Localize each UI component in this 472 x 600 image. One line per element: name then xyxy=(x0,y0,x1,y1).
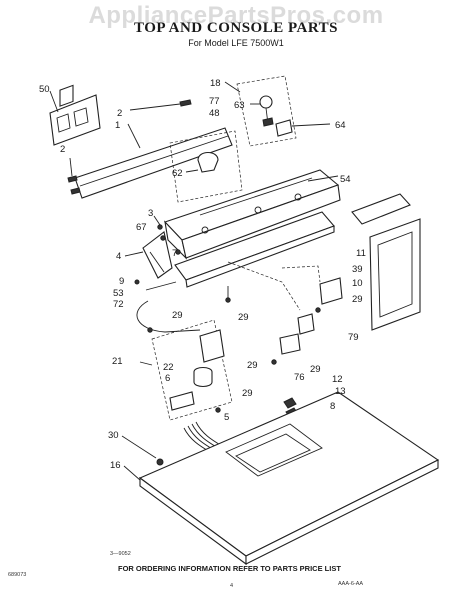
callout-30: 30 xyxy=(108,430,119,441)
callout-48: 48 xyxy=(209,108,220,119)
figure-code: 3—9052 xyxy=(110,551,131,557)
screw-2b-2 xyxy=(70,187,81,195)
ordering-note: FOR ORDERING INFORMATION REFER TO PARTS … xyxy=(118,564,341,573)
screw-2a xyxy=(179,99,192,107)
part-4-bracket xyxy=(142,231,173,279)
callout-62: 62 xyxy=(172,168,183,179)
callout-6: 6 xyxy=(165,373,170,384)
part-21-motor-switch xyxy=(199,329,225,363)
watermark: AppliancePartsPros.com xyxy=(88,2,384,29)
part-64-knob xyxy=(275,119,293,137)
callout-29a: 29 xyxy=(172,310,183,321)
part-79-switch xyxy=(297,313,315,335)
callout-10: 10 xyxy=(352,278,363,289)
callout-16: 16 xyxy=(110,460,121,471)
screw-2b-1 xyxy=(67,175,78,183)
part-11-panel xyxy=(351,193,421,331)
callout-39: 39 xyxy=(352,264,363,275)
callout-79: 79 xyxy=(348,332,359,343)
callout-63: 63 xyxy=(234,100,245,111)
part-53-rail xyxy=(174,211,335,288)
callout-29b: 29 xyxy=(238,312,249,323)
callout-53: 53 xyxy=(113,288,124,299)
part-6-thermostat xyxy=(169,391,195,411)
doc-code: 689073 xyxy=(8,572,26,578)
callout-29e: 29 xyxy=(310,364,321,375)
part-50-end-cap xyxy=(49,84,101,146)
callout-29f: 29 xyxy=(242,388,253,399)
callout-2a: 2 xyxy=(117,108,122,119)
callout-67: 67 xyxy=(136,222,147,233)
part-63-knob xyxy=(259,95,273,109)
callout-12: 12 xyxy=(332,374,343,385)
part-76-switch xyxy=(279,333,301,355)
callout-13: 13 xyxy=(335,386,346,397)
callout-76: 76 xyxy=(294,372,305,383)
callout-50: 50 xyxy=(39,84,50,95)
callout-29c: 29 xyxy=(352,294,363,305)
part-62-timer xyxy=(197,151,219,173)
part-39-relay xyxy=(319,277,343,305)
part-54-console xyxy=(164,169,341,260)
callout-72: 72 xyxy=(113,299,124,310)
callout-7: 7 xyxy=(172,248,177,259)
callout-18: 18 xyxy=(210,78,221,89)
part-30-plug xyxy=(156,458,164,466)
callout-54: 54 xyxy=(340,174,351,185)
callout-9: 9 xyxy=(119,276,124,287)
part-16-top xyxy=(138,391,440,566)
diagram-subtitle: For Model LFE 7500W1 xyxy=(188,38,284,48)
diagram-title: TOP AND CONSOLE PARTS xyxy=(133,20,339,36)
callout-22: 22 xyxy=(163,362,174,373)
callout-77: 77 xyxy=(209,96,220,107)
callout-4: 4 xyxy=(116,251,121,262)
callout-29d: 29 xyxy=(247,360,258,371)
callout-3: 3 xyxy=(148,208,153,219)
callout-64: 64 xyxy=(335,120,346,131)
callout-5: 5 xyxy=(224,412,229,423)
part-22-element xyxy=(193,366,213,388)
callout-11: 11 xyxy=(356,248,366,259)
page-number: 4 xyxy=(230,583,233,589)
revision-code: AAA-6-AA xyxy=(338,581,363,587)
callout-21: 21 xyxy=(112,356,123,367)
callout-8: 8 xyxy=(330,401,335,412)
callout-1: 1 xyxy=(115,120,120,131)
callout-2b: 2 xyxy=(60,144,65,155)
